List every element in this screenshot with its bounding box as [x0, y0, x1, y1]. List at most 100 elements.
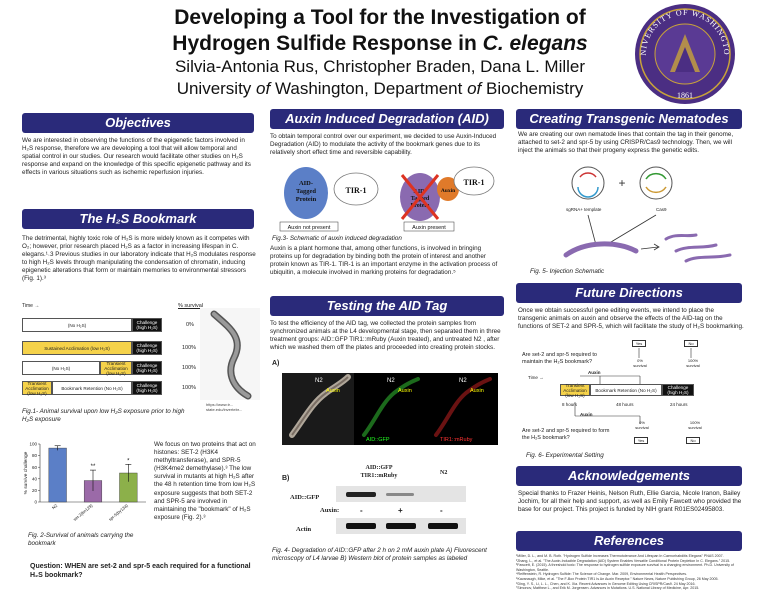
fig5-cas9: Cas9: [656, 207, 667, 212]
auxin-label: Auxin: [441, 188, 455, 194]
university-seal-logo: UNIVERSITY OF WASHINGTON 1861: [630, 2, 735, 104]
reference-item: ¹Miller, D. L., and M. B. Roth. "Hydroge…: [516, 554, 724, 558]
aid-text: To obtain temporal control over our expe…: [270, 133, 497, 157]
fig6-q2: Are set-2 and spr-5 required to form the…: [522, 428, 610, 441]
micro-tir1-mruby: TIR1::mRuby: [440, 437, 473, 443]
blot-row-aidgfp: AID::GFP: [290, 494, 320, 501]
tir1-right-label: TIR-1: [464, 178, 485, 187]
fig1-row1-challenge: Challenge (high H₂S): [132, 318, 162, 332]
fig6-s0-bottom: 0% survival: [635, 420, 649, 430]
fig6-arrows: [574, 348, 692, 424]
fig3-caption: Fig.3- Schematic of auxin induced degrad…: [272, 235, 402, 242]
fig1-row4-challenge: Challenge (high H₂S): [132, 381, 162, 395]
blot-sign-3: -: [440, 506, 443, 515]
fig6-s100-top: 100% survival: [686, 358, 700, 368]
fig2-caption: Fig. 2-Survival of animals carrying the …: [28, 532, 134, 547]
fig1-row4-retention: Bookmark Retention (No H₂S): [52, 381, 132, 395]
y-axis-label: % survive challenge: [23, 451, 29, 494]
y-tick-label: 0: [34, 500, 37, 505]
x-tick-label: N2: [51, 503, 59, 511]
reference-item: ²Zhang, L., et al. "The Auxin-Inducible …: [516, 558, 731, 563]
fig6-transient: Transient Acclimation (low H₂S): [560, 383, 590, 398]
ack-text: Special thanks to Frazer Heinis, Nelson …: [518, 490, 742, 514]
references-list: ¹Miller, D. L., and M. B. Roth. "Hydroge…: [516, 554, 746, 591]
fig6-retention: Bookmark Retention (No H₂S): [590, 384, 662, 396]
reference-item: ³Fawcett, E. (2015). A threshold toxic: …: [516, 563, 734, 572]
fig4-caption: Fig. 4- Degradation of AID::GFP after 2 …: [272, 547, 487, 562]
worm-image: [200, 308, 260, 400]
authors: Silvia-Antonia Rus, Christopher Braden, …: [174, 57, 586, 76]
fig1-row3-pct: 100%: [182, 365, 197, 371]
poster-title-line2: Hydrogen Sulfide Response in C. elegans: [120, 32, 640, 56]
significance-mark: *: [127, 458, 130, 464]
blot-row-auxin: Auxin:: [320, 507, 340, 514]
fig6-yes-top: Yes: [632, 340, 646, 347]
fig1-time-label: Time →: [22, 303, 40, 309]
svg-text:Tagged: Tagged: [296, 188, 316, 195]
seal-year: 1861: [677, 91, 693, 100]
reference-item: ⁷Simonov, Matthew L., and Erik M. Jorgen…: [516, 586, 700, 591]
section-references: References: [516, 531, 742, 551]
fig5-sgrna: sgRNA+ template: [566, 207, 602, 212]
section-aid: Auxin Induced Degradation (AID): [270, 109, 504, 129]
svg-text:Protein: Protein: [296, 196, 317, 203]
section-testing-aid: Testing the AID Tag: [270, 296, 504, 316]
fig1-row1-nonh2s: (No H₂S): [22, 318, 132, 332]
title-species: C. elegans: [482, 32, 588, 55]
affil-part: University: [176, 79, 257, 98]
svg-text:AID-: AID-: [299, 180, 313, 187]
reference-item: ⁴Reiffenstein, R. Hydrogen Sulfide: The …: [516, 572, 688, 577]
fig6-caption: Fig. 6- Experimental Setting: [526, 452, 604, 459]
title-prefix: Hydrogen Sulfide Response in: [172, 32, 483, 55]
affil-part: Biochemistry: [481, 79, 584, 98]
micro-auxin-1: Auxin: [326, 388, 340, 394]
fig1-row3-transient: Transient Acclimation (low H₂S): [100, 361, 132, 376]
tir1-left-label: TIR-1: [346, 186, 367, 195]
fig1-row2-sustained: Sustained Acclimation (low H₂S): [22, 341, 132, 355]
significance-mark: **: [91, 464, 96, 470]
fig6-no-top: No: [684, 340, 698, 347]
blot-sign-2: +: [398, 506, 403, 515]
fig1-row2-challenge: Challenge (high H₂S): [132, 341, 162, 355]
future-text: Once we obtain successful gene editing e…: [518, 307, 744, 331]
fig6-s0-top: 0% survival: [633, 358, 647, 368]
fig1-survival-label: % survival: [178, 303, 204, 309]
svg-text:Protein: Protein: [411, 203, 431, 209]
poster-title-line1: Developing a Tool for the Investigation …: [174, 6, 586, 29]
figure-4a-microscopy: N2 Auxin N2 Auxin N2 Auxin AID::GFP TIR1…: [282, 373, 498, 445]
fig1-row3-challenge: Challenge (high H₂S): [132, 361, 162, 375]
blot-row-actin: Actin: [296, 526, 312, 533]
micro-auxin-2: Auxin: [398, 388, 412, 394]
h2s-text: The detrimental, highly toxic role of H₂…: [22, 235, 256, 283]
fig6-auxin-top: Auxin: [588, 370, 601, 375]
micro-n2-2: N2: [387, 378, 395, 384]
fig4-label-a: A): [272, 360, 280, 367]
h2s-text-2: We focus on two proteins that act on his…: [154, 441, 256, 521]
micro-n2-1: N2: [315, 378, 323, 384]
worm-credit: https://www.tr... state.edu/invertebr...: [206, 402, 243, 412]
fig6-auxin-bottom: Auxin: [580, 412, 593, 417]
reference-item: ⁵Kavanaugh, Mike, et al. "The F-Box Prot…: [516, 576, 719, 581]
blot-col-title1: AID::GFP: [365, 465, 393, 471]
fig1-row4-transient: Transient Acclimation (low H₂S): [22, 381, 52, 396]
affiliation: University of Washington, Department of …: [120, 79, 640, 99]
transgenic-text: We are creating our own nematode lines t…: [518, 131, 734, 155]
fig1-row2-pct: 100%: [182, 345, 197, 351]
affil-part: Washington, Department: [270, 79, 468, 98]
y-tick-label: 40: [32, 476, 38, 481]
micro-aid-gfp: AID::GFP: [366, 437, 390, 443]
micro-n2-3: N2: [459, 378, 467, 384]
aid-text-2: Auxin is a plant hormone that, among oth…: [270, 245, 498, 277]
fig1-row3-nonh2s: (No H₂S): [22, 361, 100, 375]
section-transgenic: Creating Transgenic Nematodes: [516, 109, 742, 129]
fig1-row4-pct: 100%: [182, 385, 197, 391]
y-tick-label: 20: [32, 488, 38, 493]
fig5-caption: Fig. 5- Injection Schematic: [530, 268, 605, 275]
blot-col-n2: N2: [440, 470, 448, 476]
fig1-row1-pct: 0%: [186, 322, 194, 328]
blot-col-title2: TIR1::mRuby: [360, 473, 398, 479]
fig6-hours-3: 24 hours: [670, 402, 688, 407]
fig6-no-bottom: No: [686, 437, 700, 444]
section-objectives: Objectives: [22, 113, 254, 133]
